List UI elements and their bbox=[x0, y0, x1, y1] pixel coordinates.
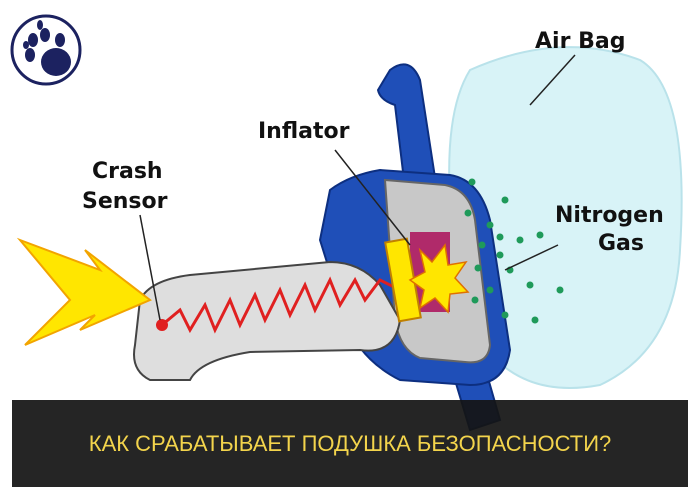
label-crash-sensor-2: Sensor bbox=[82, 189, 168, 214]
explosion bbox=[408, 243, 470, 314]
label-nitrogen-1: Nitrogen bbox=[555, 203, 664, 228]
crash-flash bbox=[16, 237, 152, 346]
label-crash-sensor-1: Crash bbox=[92, 159, 163, 184]
sensor-wire bbox=[161, 276, 401, 334]
paw-logo-icon bbox=[10, 14, 82, 86]
banner-title: КАК СРАБАТЫВАЕТ ПОДУШКА БЕЗОПАСНОСТИ? bbox=[88, 430, 612, 456]
nitrogen-gas-dots bbox=[464, 178, 564, 324]
crash-sensor bbox=[156, 319, 168, 331]
label-nitrogen-2: Gas bbox=[598, 231, 644, 256]
sensor-tube bbox=[133, 260, 402, 381]
label-inflator: Inflator bbox=[258, 119, 350, 144]
label-air-bag: Air Bag bbox=[535, 29, 625, 54]
title-banner: КАК СРАБАТЫВАЕТ ПОДУШКА БЕЗОПАСНОСТИ? bbox=[12, 400, 688, 487]
